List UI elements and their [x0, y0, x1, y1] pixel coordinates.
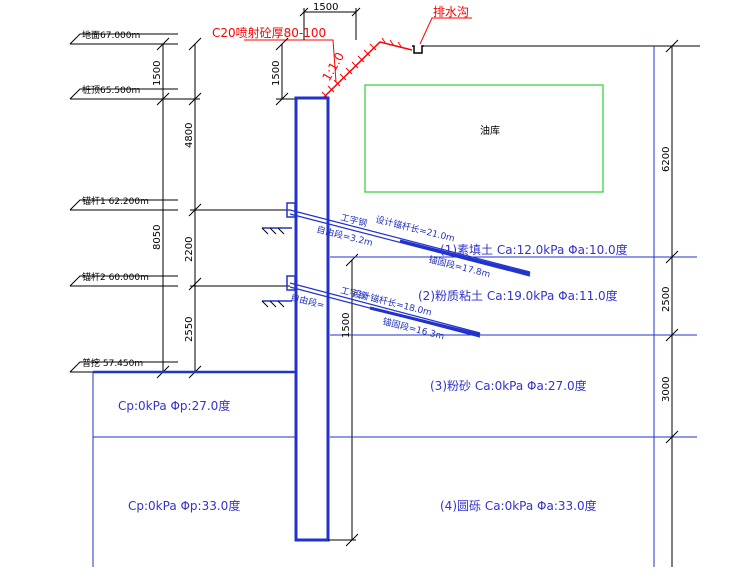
- anchor1-total-length: 设计锚杆长=21.0m: [374, 213, 456, 244]
- soil-layer-lines: [330, 46, 697, 567]
- dim-top-width: 1500: [313, 2, 338, 13]
- anchor-1: [262, 202, 531, 277]
- layer-4-label: (4)圆砾 Ca:0kPa Φa:33.0度: [440, 498, 597, 513]
- anchor-ground-hatch: [261, 227, 285, 308]
- dim-left-4800: 4800: [184, 123, 195, 148]
- level-marks: [69, 33, 178, 373]
- dim-pile-top-gap: 1500: [271, 61, 282, 86]
- oil-depot-box: [364, 84, 604, 193]
- dim-right-3000: 3000: [661, 377, 672, 402]
- level-anchor2-label: 锚杆2 60.000m: [82, 271, 149, 283]
- layer-3-label: (3)粉砂 Ca:0kPa Φa:27.0度: [430, 378, 587, 393]
- passive-layer-1-label: Cp:0kPa Φp:27.0度: [118, 398, 230, 413]
- layer-2-label: (2)粉质粘土 Ca:19.0kPa Φa:11.0度: [418, 288, 618, 303]
- dim-left-1500: 1500: [152, 61, 163, 86]
- shotcrete-label: C20喷射砼厚80-100: [212, 25, 326, 40]
- top-dimension: [299, 7, 361, 40]
- dim-right-6200: 6200: [661, 147, 672, 172]
- drain-label: 排水沟: [433, 5, 469, 19]
- right-dimensions: [665, 39, 679, 567]
- dim-left-2550: 2550: [184, 317, 195, 342]
- level-ground-label: 地面67.000m: [82, 29, 140, 41]
- level-anchor1-label: 锚杆1 62.200m: [82, 195, 149, 207]
- dim-left-8050: 8050: [152, 225, 163, 250]
- retaining-pile: [294, 96, 330, 542]
- shotcrete-leader: [244, 39, 337, 83]
- passive-layer-2-label: Cp:0kPa Φp:33.0度: [128, 498, 240, 513]
- anchor-2: [262, 275, 481, 338]
- excavation-bottom: [92, 370, 296, 567]
- drain-ditch: [412, 45, 424, 54]
- dim-left-2200: 2200: [184, 237, 195, 262]
- level-pile-top-label: 桩顶65.500m: [82, 84, 140, 96]
- slope-hatch: [321, 37, 403, 99]
- layer-1-label: (1)素填土 Ca:12.0kPa Φa:10.0度: [440, 242, 628, 257]
- level-excavation-label: 普挖 57.450m: [82, 357, 143, 369]
- drain-leader: [419, 17, 472, 45]
- dim-embed-1500: 1500: [341, 313, 352, 338]
- dim-right-2500: 2500: [661, 287, 672, 312]
- left-dimensions: [156, 37, 296, 379]
- oil-depot-label: 油库: [480, 124, 500, 137]
